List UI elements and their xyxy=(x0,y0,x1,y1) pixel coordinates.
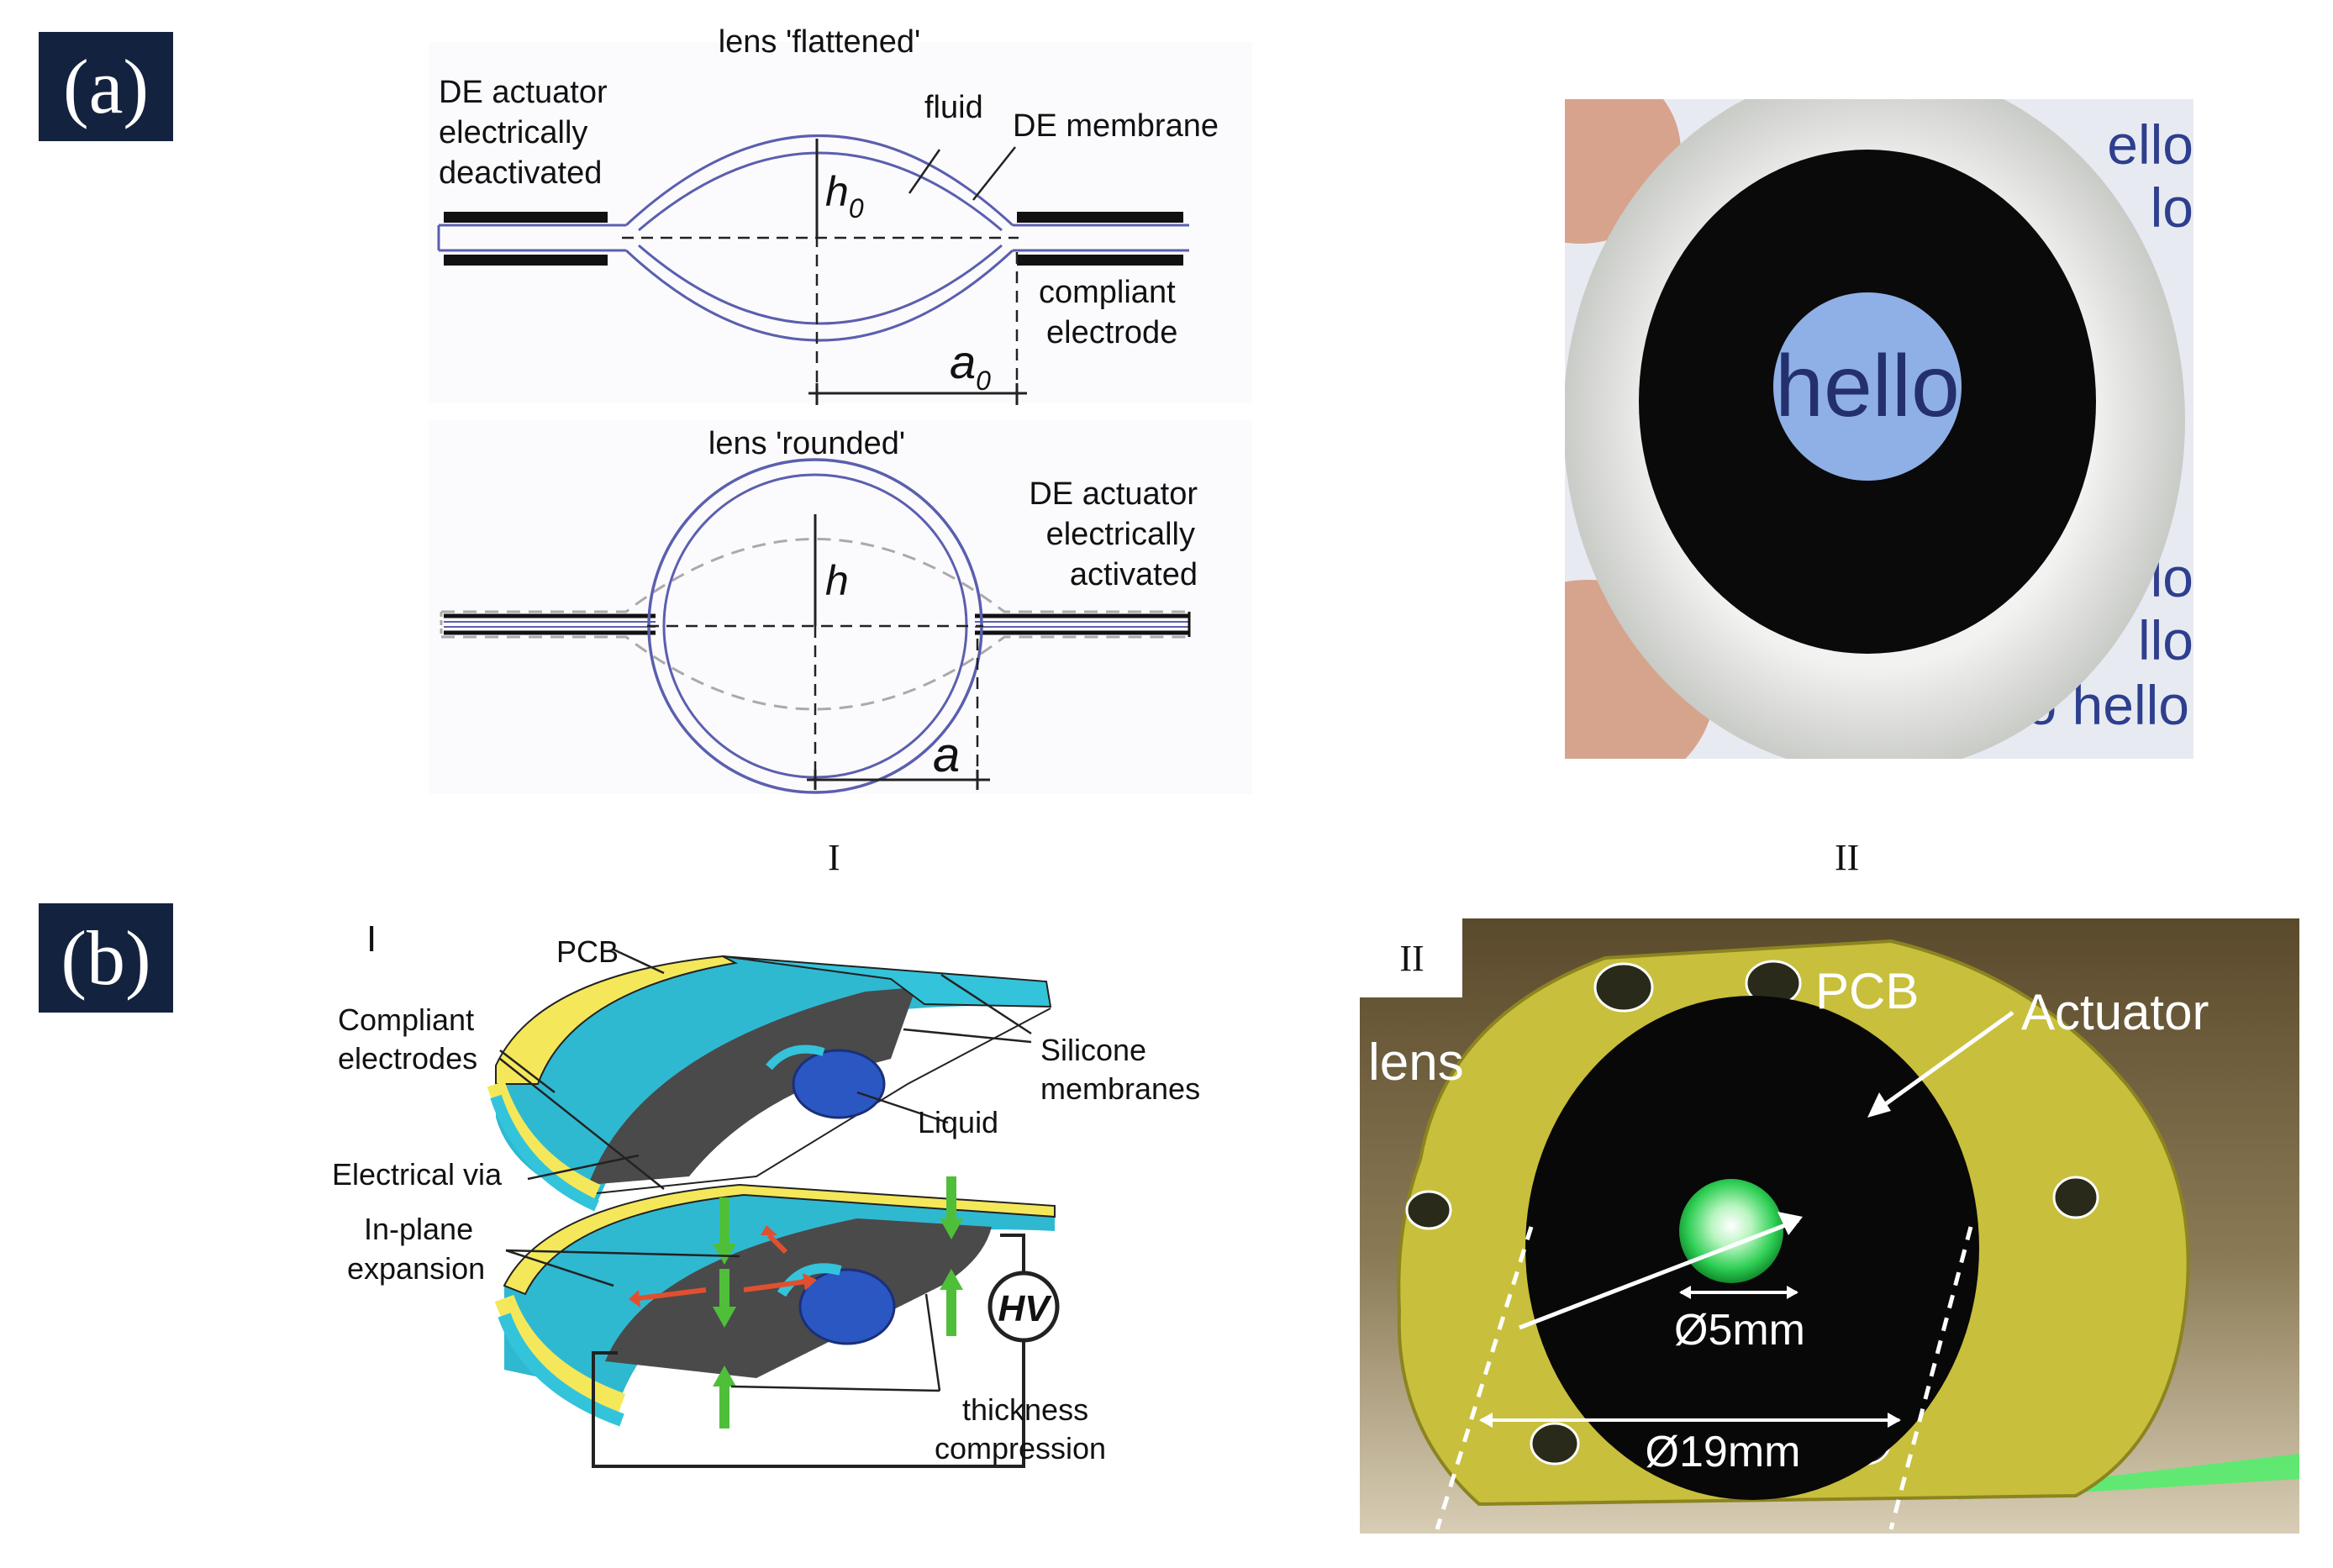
right-membrane xyxy=(1013,224,1189,252)
liquid-label: Liquid xyxy=(918,1105,998,1139)
right-top-electrode xyxy=(1017,212,1183,223)
lens-bottom-outer xyxy=(624,249,1014,342)
red-arrows xyxy=(629,1225,817,1308)
left-top-electrode xyxy=(444,212,608,223)
diagram-b-leaders xyxy=(499,948,1032,1392)
deactivated-line2: electrically xyxy=(439,115,587,150)
silicone-line2: membranes xyxy=(1040,1071,1200,1106)
photo-lens-label: lens xyxy=(1368,1034,1464,1092)
right-activated-arm xyxy=(975,613,1189,635)
diagram-lens-actuator-layers: I HV xyxy=(332,918,1200,1468)
bg-word-4: llo xyxy=(2138,609,2193,671)
photo-pcb-label: PCB xyxy=(1815,963,1919,1019)
right-bottom-electrode xyxy=(1017,255,1183,266)
diagram-lens-rounded: lens 'rounded' h a DE actuator electrica… xyxy=(429,420,1252,794)
via-label: Electrical via xyxy=(332,1157,503,1192)
left-membrane xyxy=(439,224,626,252)
silicone-line1: Silicone xyxy=(1040,1033,1146,1067)
a0-label: a0 xyxy=(950,335,991,396)
photo-actuator-label: Actuator xyxy=(2021,984,2209,1040)
diagram-lens-flattened: lens 'flattened' DE actuator electricall… xyxy=(429,24,1252,405)
numeral-I-diagram: I xyxy=(366,918,377,960)
lens-bottom-inner xyxy=(638,244,1003,325)
flattened-title: lens 'flattened' xyxy=(719,24,921,60)
lens-view xyxy=(1773,292,1962,481)
diagram-rounded-bg xyxy=(429,420,1252,794)
compliant-line2: electrodes xyxy=(338,1041,477,1076)
rounded-title: lens 'rounded' xyxy=(708,426,905,461)
d5-label: Ø5mm xyxy=(1674,1306,1805,1355)
lens-top-outer xyxy=(624,134,1014,227)
panel-b-tag: (b) xyxy=(39,903,173,1013)
lower-cutaway: HV xyxy=(494,1176,1060,1468)
photo-hello-lens: ello lo lo llo o hello hello xyxy=(1565,99,2193,759)
thickness-line2: compression xyxy=(935,1431,1106,1465)
lens-pointer xyxy=(1519,1218,1799,1330)
a-label: a xyxy=(933,728,960,782)
bg-word-2: lo xyxy=(2151,176,2193,239)
fluid-leader xyxy=(908,149,941,194)
lens-top-inner xyxy=(638,151,1003,232)
lower-electrode xyxy=(605,1218,992,1378)
thickness-line1: thickness xyxy=(962,1392,1088,1427)
ghost-flattened-outline xyxy=(441,538,1193,711)
panel-a-tag: (a) xyxy=(39,32,173,141)
upper-electrode xyxy=(588,987,916,1185)
pcb-label: PCB xyxy=(556,934,619,969)
inplane-line1: In-plane xyxy=(364,1212,473,1246)
diameter-guides xyxy=(1435,1226,1973,1530)
h-label: h xyxy=(825,557,849,604)
deactivated-line1: DE actuator xyxy=(439,75,608,110)
activated-line1: DE actuator xyxy=(1029,476,1198,512)
deactivated-line3: deactivated xyxy=(439,155,602,191)
hv-wire xyxy=(592,1340,1025,1468)
membrane-label: DE membrane xyxy=(1013,108,1219,144)
left-activated-arm xyxy=(444,613,656,635)
lower-liquid xyxy=(798,1268,896,1345)
upper-liquid xyxy=(792,1049,886,1119)
hello-magnified: hello xyxy=(1775,338,1960,435)
inplane-line2: expansion xyxy=(347,1251,485,1286)
numeral-II-inset-bg xyxy=(1360,918,1462,997)
electrode-line2: electrode xyxy=(1046,315,1177,350)
fluid-label: fluid xyxy=(924,90,983,125)
numeral-II-photo: II xyxy=(1399,938,1424,979)
actuator-pointer xyxy=(1871,1010,2014,1116)
green-arrows xyxy=(713,1176,963,1429)
activated-line3: activated xyxy=(1070,557,1198,592)
d19-label: Ø19mm xyxy=(1646,1428,1801,1476)
hv-label: HV xyxy=(998,1288,1052,1329)
activated-line2: electrically xyxy=(1046,517,1195,552)
h0-label: h0 xyxy=(825,168,864,224)
membrane-leader xyxy=(972,146,1016,201)
numeral-II-top: II xyxy=(1835,837,1860,878)
electrode-line1: compliant xyxy=(1039,275,1176,310)
compliant-line1: Compliant xyxy=(338,1002,474,1037)
numeral-I-top: I xyxy=(828,837,840,878)
left-bottom-electrode xyxy=(444,255,608,266)
bg-word-1: ello xyxy=(2107,113,2193,176)
photo-pcb-lens: PCB Actuator lens Ø5mm Ø19mm II xyxy=(1360,918,2299,1534)
